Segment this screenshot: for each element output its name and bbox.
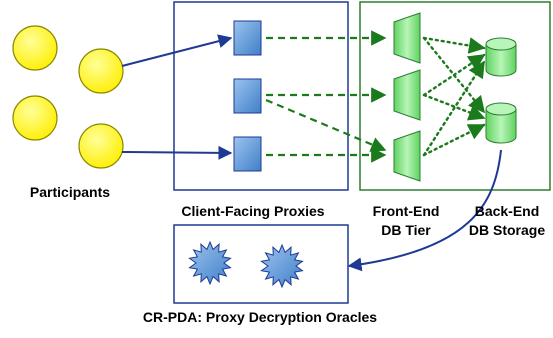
oracle-starburst (188, 240, 232, 286)
frontend-server (393, 69, 421, 121)
participant-circle (78, 48, 124, 94)
client-proxies-label: Client-Facing Proxies (181, 203, 325, 219)
oracle-starburst (260, 243, 304, 289)
db-tier-box (359, 1, 551, 191)
proxy-square (233, 136, 262, 172)
participant-to-proxy-arrow (121, 145, 233, 160)
frontend-to-storage-arrow (422, 36, 486, 54)
proxy-square (233, 78, 262, 114)
participant-to-proxy-arrow (121, 34, 233, 67)
frontend-label-line2: DB Tier (381, 222, 431, 238)
participant-circle (78, 123, 124, 169)
participants-label: Participants (29, 184, 111, 200)
frontend-to-storage-arrow (422, 123, 486, 157)
frontend-server (393, 130, 421, 182)
proxies-group (233, 20, 262, 172)
participants-group (12, 25, 124, 169)
backend-label-line1: Back-End (474, 203, 540, 219)
backend-label-line2: DB Storage (468, 222, 546, 238)
participant-circle (12, 95, 58, 141)
frontend-server (393, 12, 421, 64)
storage-cylinder (485, 102, 517, 144)
storage-cylinder (485, 37, 517, 77)
frontend-tier-group (393, 12, 421, 182)
oracles-label: CR-PDA: Proxy Decryption Oracles (142, 309, 378, 325)
frontend-to-storage-arrow (422, 93, 486, 121)
frontend-label-line1: Front-End (372, 203, 440, 219)
proxy-square (233, 20, 262, 56)
frontend-to-storage-arrow (422, 60, 486, 157)
proxy-to-frontend-arrow (265, 98, 387, 152)
participant-circle (12, 25, 58, 71)
storage-to-oracle-arrow (347, 149, 502, 272)
